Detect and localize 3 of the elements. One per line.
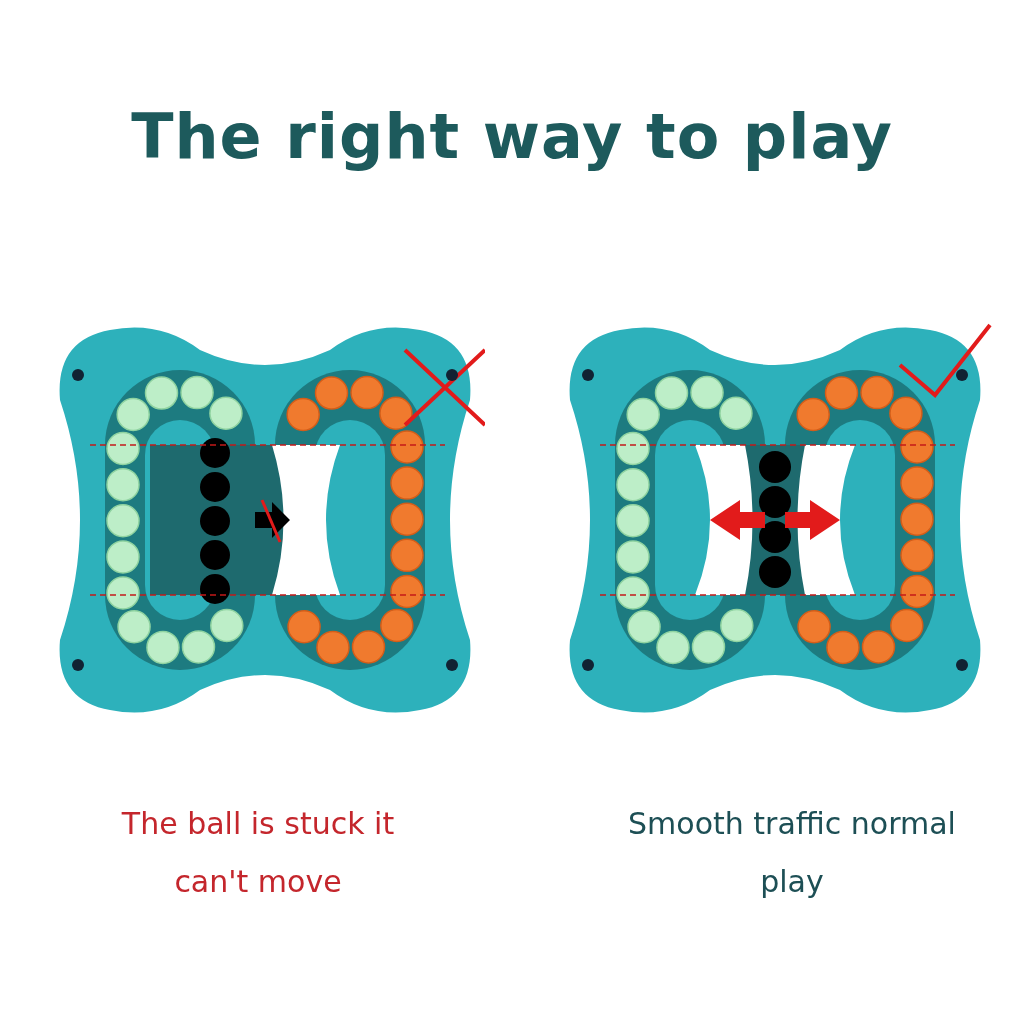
caption: Smooth traffic normal play bbox=[627, 805, 957, 901]
caption: The ball is stuck it can't move bbox=[120, 805, 396, 901]
title: The right way to play bbox=[131, 100, 893, 173]
